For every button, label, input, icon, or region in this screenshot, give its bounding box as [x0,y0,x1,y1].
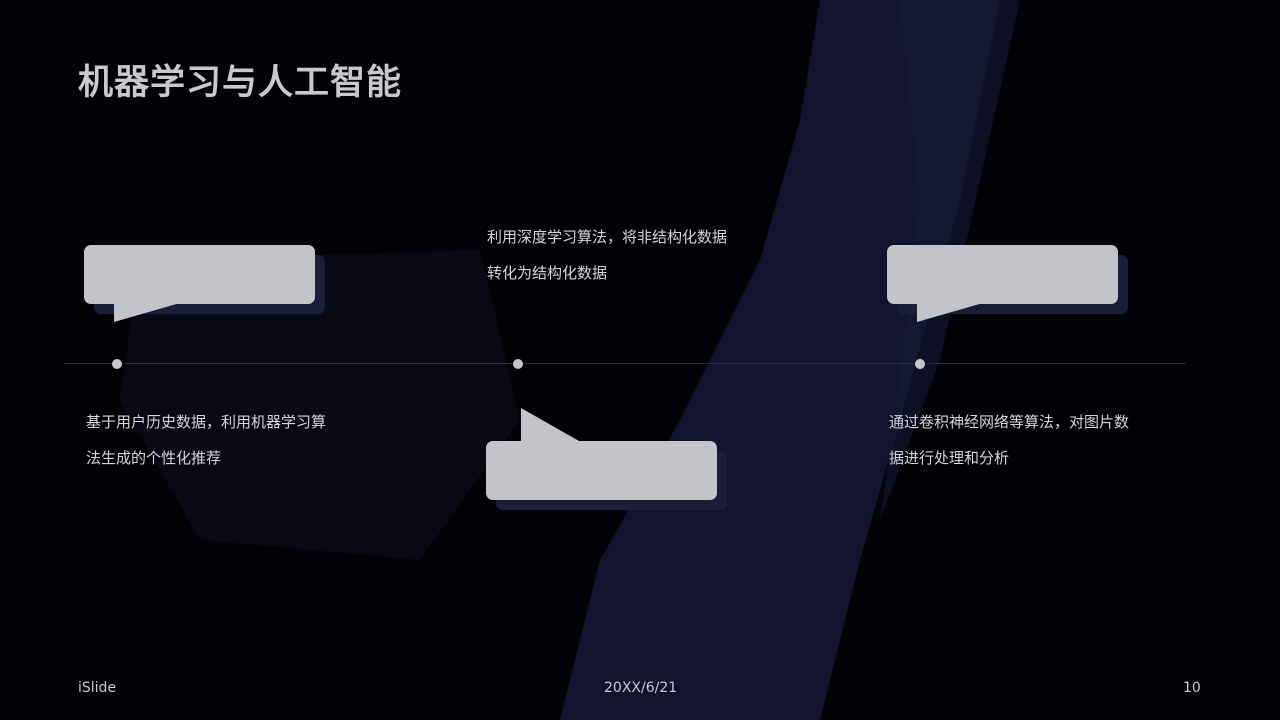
text-line: 基于用户历史数据，利用机器学习算 [86,413,327,431]
text-line: 通过卷积神经网络等算法，对图片数 [889,413,1130,431]
timeline-dot [915,359,925,369]
item-description-1: 基于用户历史数据，利用机器学习算 法生成的个性化推荐 [86,404,356,476]
text-line: 法生成的个性化推荐 [86,449,222,467]
speech-bubble [887,245,1118,304]
page-number: 10 [1183,680,1201,696]
text-line: 据进行处理和分析 [889,449,1010,467]
bubble-tail [521,408,579,441]
text-line: 利用深度学习算法，将非结构化数据 [487,228,728,246]
page-title: 机器学习与人工智能 [78,63,403,103]
footer-brand: iSlide [78,680,117,696]
speech-bubble [84,245,315,304]
text-line: 转化为结构化数据 [487,264,608,282]
bubble-tail [114,303,180,322]
bubble-tail [917,303,983,322]
timeline-dot [513,359,523,369]
item-description-2: 利用深度学习算法，将非结构化数据 转化为结构化数据 [487,219,757,291]
footer-date: 20XX/6/21 [604,680,678,696]
timeline-line [64,363,1186,364]
timeline-dot [112,359,122,369]
speech-bubble [486,441,717,500]
item-description-3: 通过卷积神经网络等算法，对图片数 据进行处理和分析 [889,404,1159,476]
